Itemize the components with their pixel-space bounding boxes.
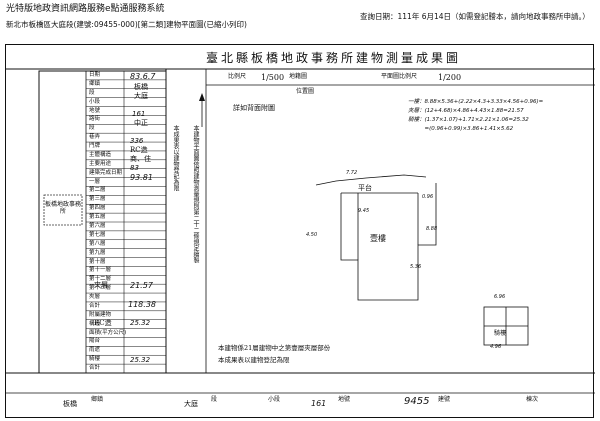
row-label: 夾層 <box>89 294 101 301</box>
date-value: 83.6.7 <box>130 72 156 81</box>
footer-bldg: 9455 <box>404 396 430 407</box>
dimension-label: 5.36 <box>410 264 422 270</box>
county-value: 板橋 <box>134 83 148 91</box>
floor-total: 93.81 <box>130 173 153 182</box>
row-label: 構造 <box>89 320 101 327</box>
row-label: 面積(平方公尺) <box>89 329 127 336</box>
scale-right: 1/200 <box>438 73 462 82</box>
subsection-value: 161 <box>132 110 146 118</box>
scale-unit: 地籍圖 <box>289 73 308 80</box>
floors-value: 83 <box>130 164 139 172</box>
row-label: 路街 <box>89 116 101 123</box>
footer-section-label: 段 <box>211 396 218 403</box>
area-calc-2: 騎樓：(1.37×1.07)+1.71×2.21×1.06=25.32 <box>408 117 529 123</box>
row-label: 騎樓 <box>89 356 101 363</box>
area-calc-3: =(0.96+0.99)×3.86+1.41×5.62 <box>408 126 514 132</box>
footer-note-label: 棟次 <box>526 396 539 403</box>
row-label: 日期 <box>89 72 101 78</box>
footer-lot: 161 <box>311 399 327 408</box>
row-label: 主體構造 <box>89 151 112 158</box>
footer-bldg-label: 建號 <box>438 396 451 403</box>
floor-value: 21.57 <box>130 281 153 290</box>
row-label: 第五層 <box>89 214 106 221</box>
row-label: 陽台 <box>89 338 101 345</box>
accessory-value: 118.38 <box>128 300 156 309</box>
footer-county-label: 鄉鎮 <box>91 396 104 403</box>
footer-section: 大庭 <box>184 400 198 408</box>
row-label: 附屬建物 <box>89 311 112 318</box>
accessory-area: 25.32 <box>130 319 151 327</box>
sheet-lines <box>6 68 595 394</box>
row-label: 雨遮 <box>89 347 101 354</box>
floor-label: 壹樓 <box>370 234 386 243</box>
row-label: 第十三層 <box>89 285 112 292</box>
row-label: 第七層 <box>89 231 106 238</box>
row-label: 一層 <box>89 178 101 185</box>
right-note-1: 本成果表以建物登記為限 <box>218 356 290 364</box>
office-stamp: 板橋地政事務所 <box>45 201 82 216</box>
footer-lot-label: 地號 <box>338 396 351 403</box>
row-label: 第六層 <box>89 223 106 229</box>
row-label: 小段 <box>89 98 101 105</box>
dimension-label: 7.72 <box>346 170 358 176</box>
vertical-note-0: 本建物平面圖依照建物測量規則第二十二條規定繪製 <box>192 125 199 263</box>
door-value: 336 <box>130 137 144 145</box>
dimension-label: 4.50 <box>306 232 318 238</box>
footer-county: 板橋 <box>63 400 77 408</box>
scale-label: 比例尺 <box>228 73 247 80</box>
row-label: 地號 <box>89 107 101 114</box>
section-value: 大庭 <box>134 92 148 100</box>
row-label: 鄉鎮 <box>89 80 101 87</box>
row-label: 合計 <box>89 365 101 372</box>
row-label: 段 <box>89 89 95 96</box>
system-name: 光特版地政資訊網路服務e點通服務系統 <box>6 4 165 14</box>
row-label: 合計 <box>89 302 101 309</box>
row-label: 段 <box>89 125 95 132</box>
row-label: 第三層 <box>89 196 106 203</box>
location-label: 位置圖 <box>296 88 315 95</box>
right-note-0: 本建物係21層建物中之第壹層夾層部份 <box>218 344 331 352</box>
row-label: 第十二層 <box>89 276 112 283</box>
total-value: 25.32 <box>130 356 151 364</box>
row-label: 第九層 <box>89 249 106 256</box>
dimension-label: 0.96 <box>422 194 434 200</box>
platform-label: 平台 <box>358 184 372 192</box>
row-label: 建築完成日期 <box>89 169 123 176</box>
plan-title: 詳如背面附圖 <box>233 104 275 112</box>
row-label: 第十層 <box>89 258 106 265</box>
dimension-label: 6.96 <box>494 294 506 300</box>
query-date: 查詢日期：111年 6月14日（如需登記謄本，請向地政事務所申請。） <box>360 12 590 21</box>
record-line: 新北市板橋區大庭段(建號:09455-000)[第二類]建物平面圖(已縮小列印) <box>6 20 247 29</box>
row-label: 第八層 <box>89 240 106 247</box>
road-value: 中正 <box>134 119 148 127</box>
scale-left: 1/500 <box>261 73 285 82</box>
use-value: 商、住 <box>130 155 151 163</box>
area-calc-0: 一樓：8.88×5.36+(2.22×4.3+3.33×4.56+0.96)= <box>408 99 544 105</box>
dimension-label: 9.45 <box>358 208 370 214</box>
footer-sub-label: 小段 <box>268 396 281 403</box>
plan-scale-label: 平面圖比例尺 <box>381 73 418 80</box>
sheet-title: 臺北縣板橋地政事務所建物測量成果圖 <box>206 51 462 65</box>
row-label: 第十一層 <box>89 267 112 274</box>
row-label: 巷弄 <box>89 134 101 141</box>
dimension-label: 4.96 <box>490 344 502 350</box>
row-label: 門牌 <box>89 143 101 150</box>
row-label: 主要用途 <box>89 160 112 167</box>
vertical-note-1: 本成果表以建物登記為限 <box>172 125 179 191</box>
row-label: 第四層 <box>89 205 106 212</box>
accessory-type: RC造 <box>94 319 112 327</box>
row-label: 第二層 <box>89 187 106 194</box>
structure-value: RC造 <box>130 146 148 154</box>
survey-sheet: 臺北縣板橋地政事務所建物測量成果圖 比例尺 1/500 地籍圖 平面圖比例尺 1… <box>5 44 595 418</box>
floor-mark: 夾層 <box>94 281 108 289</box>
arcade-label: 騎樓 <box>494 330 507 337</box>
dimension-label: 8.88 <box>426 226 438 232</box>
area-calc-1: 夾層：(12+4.68)×4.86+4.43×1.88=21.57 <box>408 108 524 114</box>
